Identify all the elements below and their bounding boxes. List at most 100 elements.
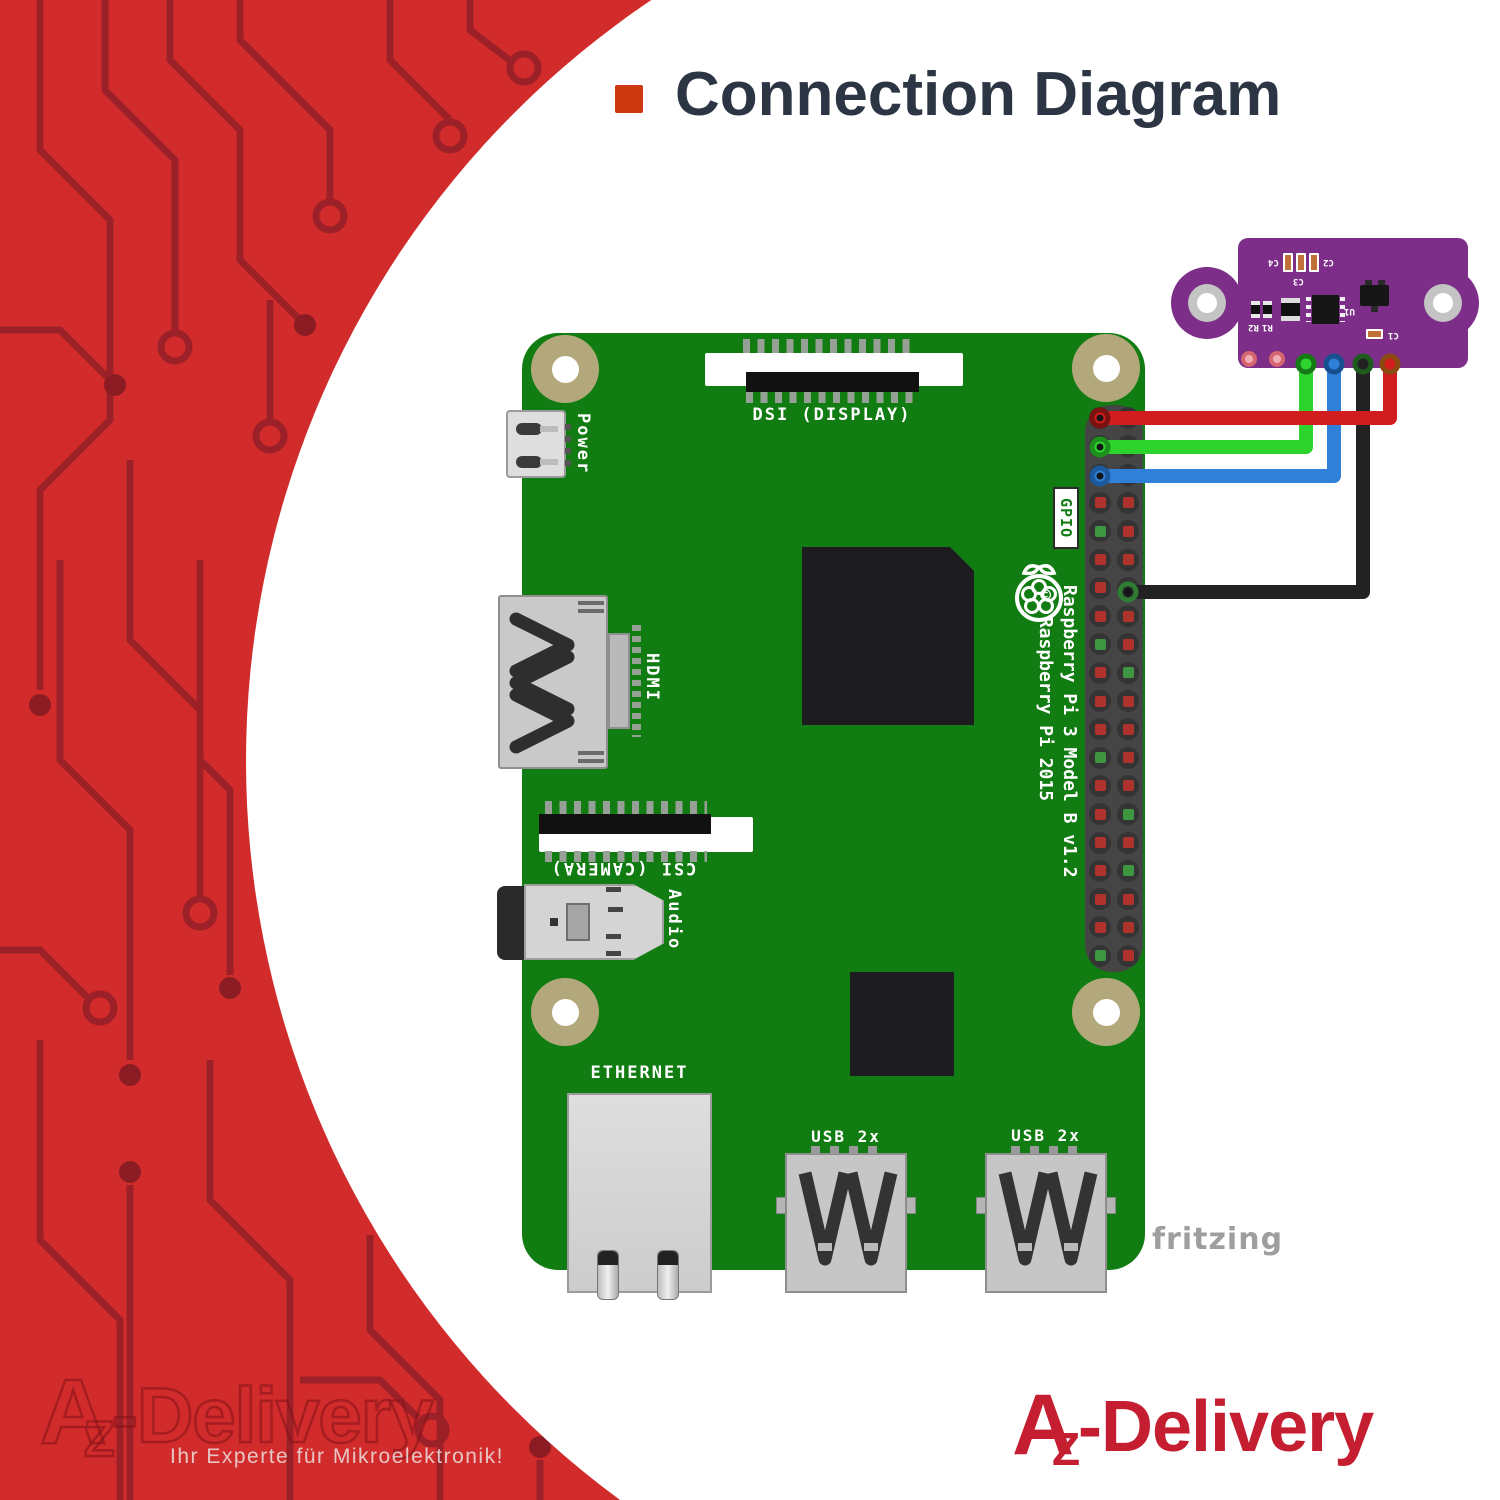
component-label: R2	[1248, 322, 1259, 332]
mounting-hole	[1072, 334, 1140, 402]
gpio-pin	[1117, 746, 1139, 769]
gpio-pin	[1117, 548, 1139, 571]
transistor	[1360, 285, 1389, 306]
page-title: Connection Diagram	[675, 60, 1282, 129]
audio-jack-detail	[606, 887, 621, 892]
component-label: C1	[1388, 330, 1399, 340]
audio-jack-detail	[608, 907, 623, 912]
gpio-pin	[1117, 859, 1139, 882]
gpio-pin	[1089, 690, 1111, 712]
usb-port	[776, 1146, 916, 1293]
gpio-pin	[1117, 491, 1139, 514]
gpio-pin	[1089, 859, 1111, 882]
header: Connection Diagram	[615, 64, 1281, 126]
component-label: C4	[1268, 257, 1279, 267]
csi-latch	[539, 814, 711, 834]
resistor	[1263, 301, 1272, 318]
gpio-pin	[1089, 774, 1111, 797]
dsi-pins	[743, 339, 917, 353]
gpio-pin	[1089, 520, 1111, 543]
sensor-ic	[1312, 295, 1339, 324]
gpio-pin	[1089, 463, 1111, 486]
usb-right-label: USB 2x	[1011, 1126, 1081, 1145]
sensor-pin-unused	[1269, 351, 1285, 367]
gpio-pin	[1089, 548, 1111, 571]
gpio-pin	[1089, 407, 1111, 429]
gpio-pin	[1117, 831, 1139, 854]
gpio-pin	[1117, 944, 1139, 967]
audio-jack-barrel	[497, 886, 527, 960]
gpio-pin	[1117, 774, 1139, 797]
az-delivery-logo: A Z -Delivery	[1012, 1382, 1432, 1478]
mounting-hole	[531, 335, 599, 403]
gpio-pin	[1089, 633, 1111, 656]
ethernet-connector	[567, 1093, 712, 1300]
capacitor	[1309, 253, 1319, 272]
tof-sensor-module: C4 C3 C2 R2 R1 U1 C1	[1171, 230, 1480, 380]
gpio-pin	[1089, 435, 1111, 458]
gpio-pin	[1117, 407, 1139, 429]
audio-jack-detail	[606, 951, 621, 956]
capacitor	[1283, 253, 1293, 272]
raspberry-pi-logo-icon	[1015, 564, 1063, 622]
component-label: C3	[1293, 276, 1304, 286]
brand-letter-a: A	[1012, 1377, 1075, 1473]
hdmi-mark	[578, 751, 604, 755]
brand-subtitle: Ihr Experte für Mikroelektronik!	[170, 1445, 504, 1468]
transistor-leg	[1365, 280, 1372, 286]
gpio-label-box: GPIO	[1053, 487, 1079, 549]
dsi-pins	[746, 392, 919, 403]
gpio-pin	[1089, 944, 1111, 967]
gpio-pin	[1117, 520, 1139, 543]
dsi-label: DSI (DISPLAY)	[752, 405, 912, 425]
sensor-mount-hole	[1188, 284, 1226, 322]
transistor-leg	[1378, 280, 1385, 286]
mounting-hole	[1072, 978, 1140, 1046]
csi-pins	[545, 801, 707, 815]
resistor	[1251, 301, 1260, 318]
capacitor	[1296, 253, 1306, 272]
gpio-pin	[1089, 746, 1111, 769]
csi-pins	[545, 851, 707, 862]
gpio-pin	[1117, 803, 1139, 826]
ethernet-label: ETHERNET	[590, 1063, 689, 1083]
brand-wordmark: -Delivery	[1078, 1387, 1374, 1467]
gpio-pin	[1117, 605, 1139, 628]
hdmi-mark	[578, 609, 604, 613]
hdmi-mark	[578, 759, 604, 763]
audio-jack-detail	[606, 934, 621, 939]
gpio-pin	[1117, 435, 1139, 458]
gpio-pin	[1089, 831, 1111, 854]
gpio-pin	[1089, 718, 1111, 741]
gpio-label: GPIO	[1057, 497, 1075, 539]
audio-label: Audio	[664, 889, 684, 951]
gpio-pin	[1089, 605, 1111, 628]
hdmi-label: HDMI	[642, 653, 662, 702]
hdmi-mark	[578, 601, 604, 605]
hdmi-connector	[498, 595, 608, 769]
hdmi-connector-tail	[608, 633, 630, 729]
gpio-pin	[1117, 463, 1139, 486]
power-label: Power	[573, 413, 593, 475]
component-label: C2	[1323, 257, 1334, 267]
component-label: U1	[1344, 306, 1355, 316]
soc-chip	[802, 547, 974, 725]
gpio-pin	[1089, 803, 1111, 826]
power-connector	[506, 410, 571, 478]
component-label: R1	[1262, 322, 1273, 332]
gpio-pin	[1117, 916, 1139, 939]
gpio-pin	[1117, 576, 1139, 599]
gpio-pin	[1089, 661, 1111, 684]
ic-pads	[1340, 297, 1345, 322]
gpio-pin-grid	[1085, 405, 1143, 972]
fritzing-credit: fritzing	[1152, 1222, 1284, 1257]
brand-letter-z: Z	[1052, 1423, 1081, 1475]
gpio-pin	[1089, 916, 1111, 939]
gpio-pin	[1117, 888, 1139, 911]
gpio-pin	[1089, 491, 1111, 514]
usb-ethernet-chip	[850, 972, 954, 1076]
gpio-pin	[1089, 888, 1111, 911]
hdmi-pins	[632, 625, 641, 737]
mounting-hole	[531, 978, 599, 1046]
